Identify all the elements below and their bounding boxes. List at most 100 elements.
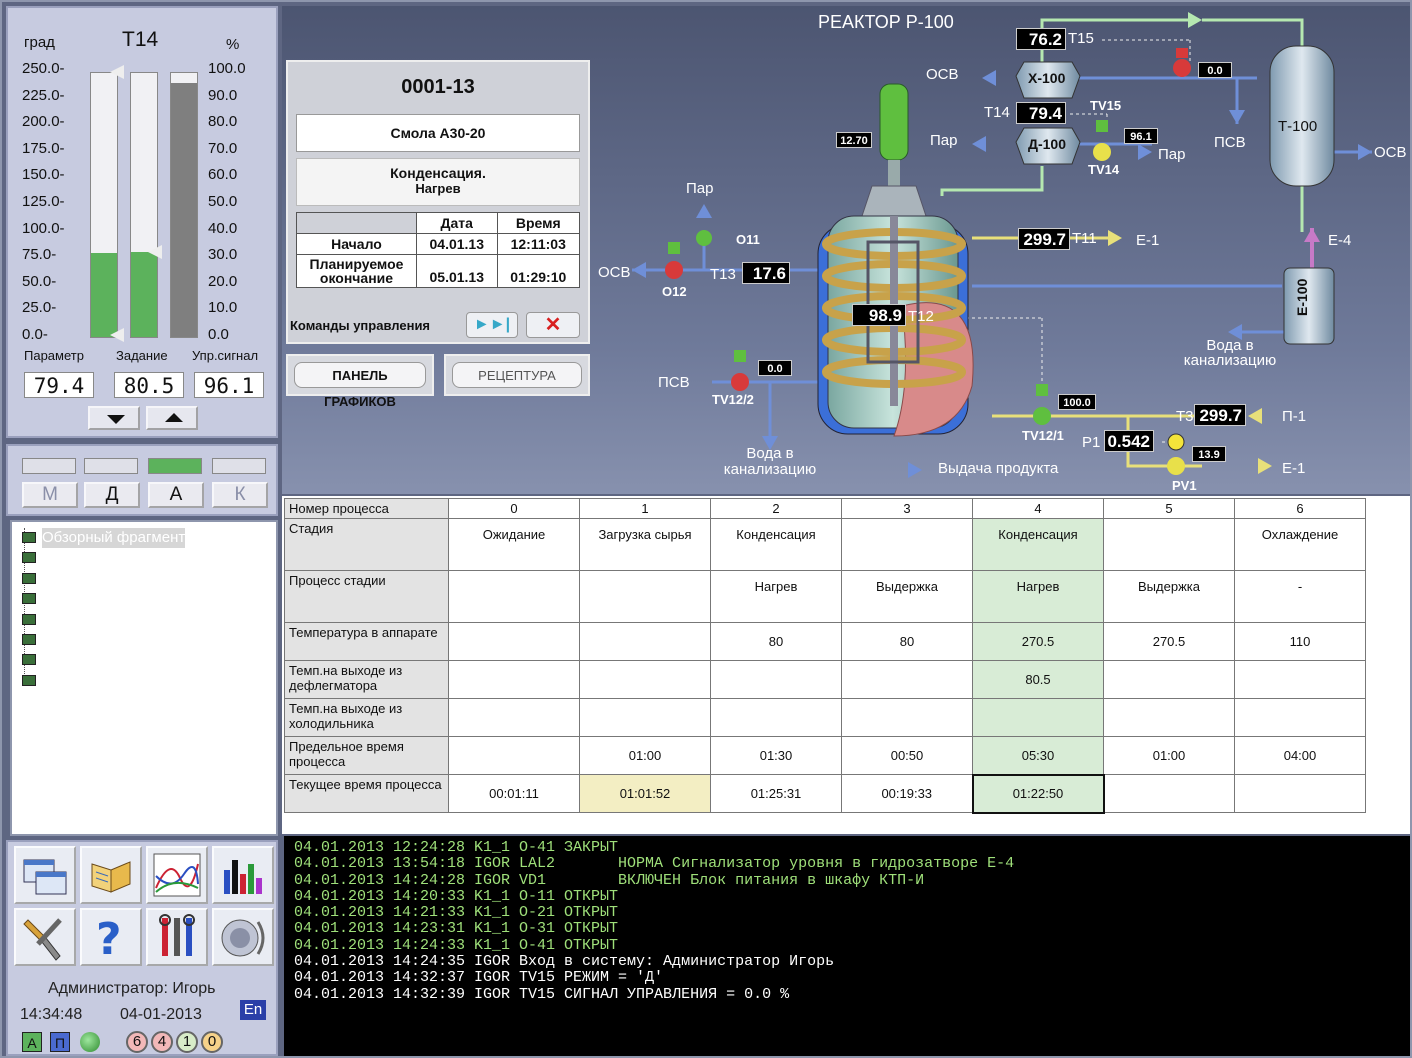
recipe-cell[interactable] bbox=[841, 518, 973, 571]
t11-value[interactable]: 299.7 bbox=[1018, 228, 1070, 250]
recipe-cell[interactable] bbox=[579, 698, 711, 737]
recipe-cell[interactable]: 270.5 bbox=[972, 622, 1104, 661]
recipe-cell[interactable]: 01:25:31 bbox=[710, 774, 842, 813]
mode-button-a[interactable]: А bbox=[148, 482, 204, 508]
recipe-cell[interactable] bbox=[710, 660, 842, 699]
recipe-cell[interactable] bbox=[1103, 698, 1235, 737]
windows-button[interactable] bbox=[14, 846, 76, 904]
recipe-cell[interactable]: Нагрев bbox=[710, 570, 842, 623]
recipe-cell[interactable]: Ожидание bbox=[448, 518, 580, 571]
pv1-label[interactable]: PV1 bbox=[1172, 478, 1197, 493]
recipe-cell[interactable]: Выдержка bbox=[841, 570, 973, 623]
recipe-cell[interactable] bbox=[579, 660, 711, 699]
recipe-cell[interactable]: 6 bbox=[1234, 498, 1366, 519]
tv15-signal[interactable]: 0.0 bbox=[1198, 62, 1232, 78]
recipe-cell[interactable]: 80 bbox=[710, 622, 842, 661]
recipe-cell[interactable]: 01:00 bbox=[579, 736, 711, 775]
help-button[interactable]: ? bbox=[80, 908, 142, 966]
recipe-cell[interactable]: 01:22:50 bbox=[971, 773, 1105, 814]
recipe-cell[interactable]: 0 bbox=[448, 498, 580, 519]
recipe-cell[interactable]: Загрузка сырья bbox=[579, 518, 711, 571]
recipe-cell[interactable] bbox=[1103, 774, 1235, 813]
tree-item[interactable]: Реактор Р-106 bbox=[22, 548, 142, 568]
recipe-cell[interactable]: 270.5 bbox=[1103, 622, 1235, 661]
next-step-button[interactable]: ►►| bbox=[466, 312, 518, 338]
recipe-cell[interactable] bbox=[579, 622, 711, 661]
recipe-cell[interactable]: 4 bbox=[972, 498, 1104, 519]
recipe-cell[interactable] bbox=[448, 622, 580, 661]
setpoint-value[interactable]: 80.5 bbox=[114, 372, 184, 398]
counter-alarm[interactable]: 4 bbox=[151, 1031, 173, 1053]
t15-value[interactable]: 76.2 bbox=[1016, 28, 1066, 50]
recipe-cell[interactable]: Конденсация bbox=[972, 518, 1104, 571]
counter-critical[interactable]: 6 bbox=[126, 1031, 148, 1053]
bar-chart-button[interactable] bbox=[212, 846, 274, 904]
tv14-label[interactable]: TV14 bbox=[1088, 162, 1120, 177]
o12-label[interactable]: О12 bbox=[662, 284, 687, 299]
recipe-cell[interactable]: Охлаждение bbox=[1234, 518, 1366, 571]
recipe-cell[interactable] bbox=[1234, 660, 1366, 699]
motor-current[interactable]: 12.70 bbox=[836, 132, 872, 148]
recipe-cell[interactable]: 80 bbox=[841, 622, 973, 661]
d100-label[interactable]: Д-100 bbox=[1028, 136, 1066, 152]
recipe-cell[interactable] bbox=[448, 660, 580, 699]
tree-item[interactable]: Редактор паролей bbox=[22, 650, 169, 670]
t100-label[interactable]: Т-100 bbox=[1278, 118, 1318, 135]
recipe-cell[interactable]: 3 bbox=[841, 498, 973, 519]
tree-item[interactable]: Реактор Р-104 bbox=[22, 569, 142, 589]
high-limit-marker[interactable] bbox=[110, 65, 124, 79]
recipe-cell[interactable] bbox=[448, 698, 580, 737]
t14-value[interactable]: 79.4 bbox=[1016, 102, 1066, 124]
sound-button[interactable] bbox=[212, 908, 274, 966]
tv14-signal[interactable]: 96.1 bbox=[1124, 128, 1158, 144]
recipe-cell[interactable]: 01:00 bbox=[1103, 736, 1235, 775]
recipe-cell[interactable]: 01:01:52 bbox=[579, 774, 711, 813]
low-limit-marker[interactable] bbox=[110, 328, 124, 342]
tree-item[interactable]: Реактор Р-100 bbox=[22, 610, 142, 630]
tree-item[interactable]: Редактор рецептур bbox=[22, 630, 175, 650]
instruments-button[interactable] bbox=[146, 908, 208, 966]
book-button[interactable] bbox=[80, 846, 142, 904]
t13-value[interactable]: 17.6 bbox=[742, 262, 790, 284]
recipe-cell[interactable] bbox=[972, 698, 1104, 737]
tv12-1-signal[interactable]: 100.0 bbox=[1058, 394, 1096, 410]
settings-button[interactable] bbox=[14, 908, 76, 966]
language-switch[interactable]: En bbox=[240, 1000, 266, 1020]
recipe-cell[interactable]: Нагрев bbox=[972, 570, 1104, 623]
t12-value[interactable]: 98.9 bbox=[852, 304, 906, 326]
mode-button-m[interactable]: М bbox=[22, 482, 78, 508]
recipe-cell[interactable] bbox=[1234, 774, 1366, 813]
trends-button[interactable] bbox=[146, 846, 208, 904]
mode-button-d[interactable]: Д bbox=[84, 482, 140, 508]
recipe-cell[interactable]: 05:30 bbox=[972, 736, 1104, 775]
recipe-cell[interactable]: 01:30 bbox=[710, 736, 842, 775]
recipe-cell[interactable] bbox=[1103, 518, 1235, 571]
recipe-cell[interactable] bbox=[841, 698, 973, 737]
charts-panel-button[interactable]: ПАНЕЛЬ ГРАФИКОВ bbox=[286, 354, 434, 409]
setpoint-bar[interactable] bbox=[130, 72, 158, 338]
decrease-button[interactable] bbox=[88, 406, 140, 430]
recipe-cell[interactable]: 00:19:33 bbox=[841, 774, 973, 813]
tree-item[interactable]: Реактор Р-101 bbox=[22, 589, 142, 609]
t3-value[interactable]: 299.7 bbox=[1194, 404, 1246, 426]
recipe-cell[interactable]: 1 bbox=[579, 498, 711, 519]
setpoint-marker[interactable] bbox=[148, 245, 162, 260]
recipe-cell[interactable] bbox=[1103, 660, 1235, 699]
tv12-2-label[interactable]: TV12/2 bbox=[712, 392, 754, 407]
recipe-cell[interactable]: 00:01:11 bbox=[448, 774, 580, 813]
p1-value[interactable]: 0.542 bbox=[1104, 430, 1154, 452]
recipe-cell[interactable] bbox=[579, 570, 711, 623]
recipe-cell[interactable]: Конденсация bbox=[710, 518, 842, 571]
counter-info[interactable]: 0 bbox=[201, 1031, 223, 1053]
recipe-cell[interactable]: 5 bbox=[1103, 498, 1235, 519]
recipe-cell[interactable] bbox=[710, 698, 842, 737]
pv1-signal[interactable]: 13.9 bbox=[1192, 446, 1226, 462]
recipe-cell[interactable]: 110 bbox=[1234, 622, 1366, 661]
mode-button-k[interactable]: К bbox=[212, 482, 268, 508]
tree-item[interactable]: Обзорный фрагмент bbox=[22, 528, 186, 548]
recipe-button[interactable]: РЕЦЕПТУРА bbox=[444, 354, 590, 396]
o11-label[interactable]: О11 bbox=[736, 232, 760, 247]
stop-button[interactable]: ✕ bbox=[526, 312, 580, 338]
recipe-cell[interactable]: 80.5 bbox=[972, 660, 1104, 699]
